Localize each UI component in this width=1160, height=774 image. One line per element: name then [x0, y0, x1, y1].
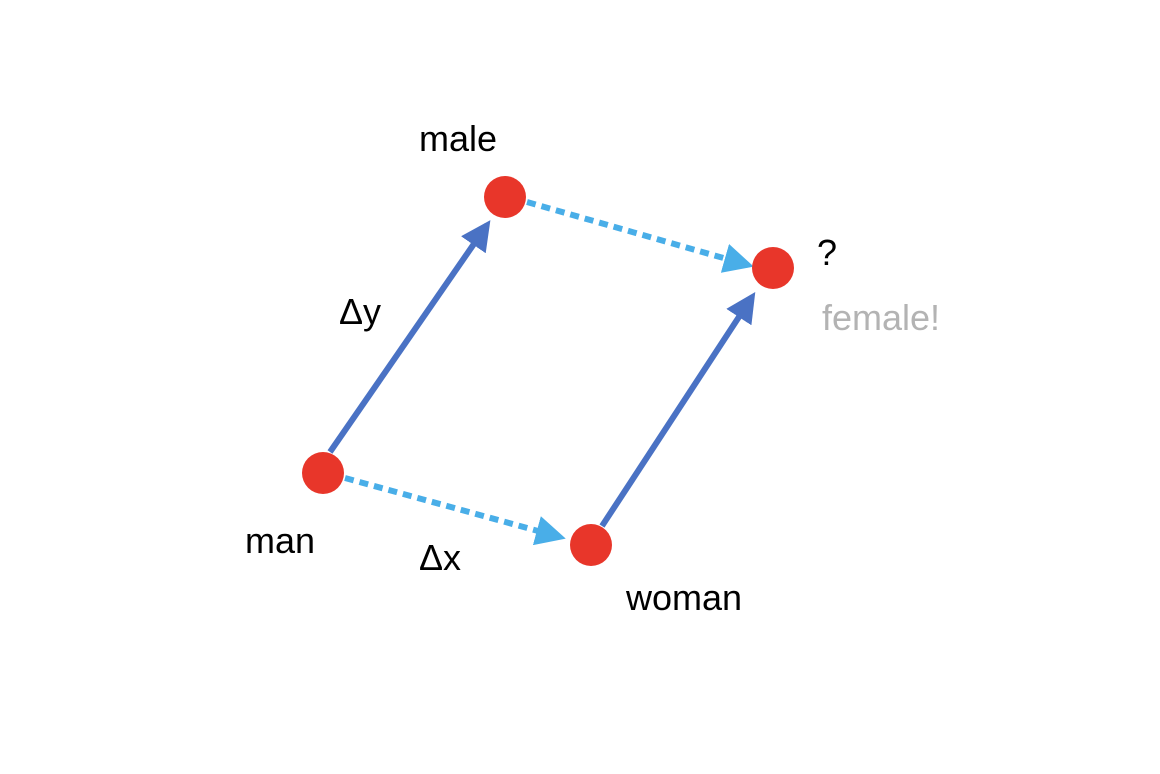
- label-man: man: [245, 520, 316, 561]
- label-delta-y: Δy: [339, 291, 382, 332]
- node-woman: [570, 524, 612, 566]
- dotted-arrow-man-to-woman: [344, 475, 566, 546]
- label-woman: woman: [626, 577, 743, 618]
- label-delta-x: Δx: [419, 537, 462, 578]
- arrow-man-to-male: [327, 220, 491, 454]
- dotted-arrow-male-to-unknown: [526, 199, 754, 273]
- label-unknown: ?: [817, 232, 838, 273]
- arrow-woman-to-unknown: [599, 291, 756, 528]
- node-unknown: [752, 247, 794, 289]
- label-answer: female!: [822, 297, 941, 338]
- node-man: [302, 452, 344, 494]
- label-male: male: [419, 118, 498, 159]
- node-male: [484, 176, 526, 218]
